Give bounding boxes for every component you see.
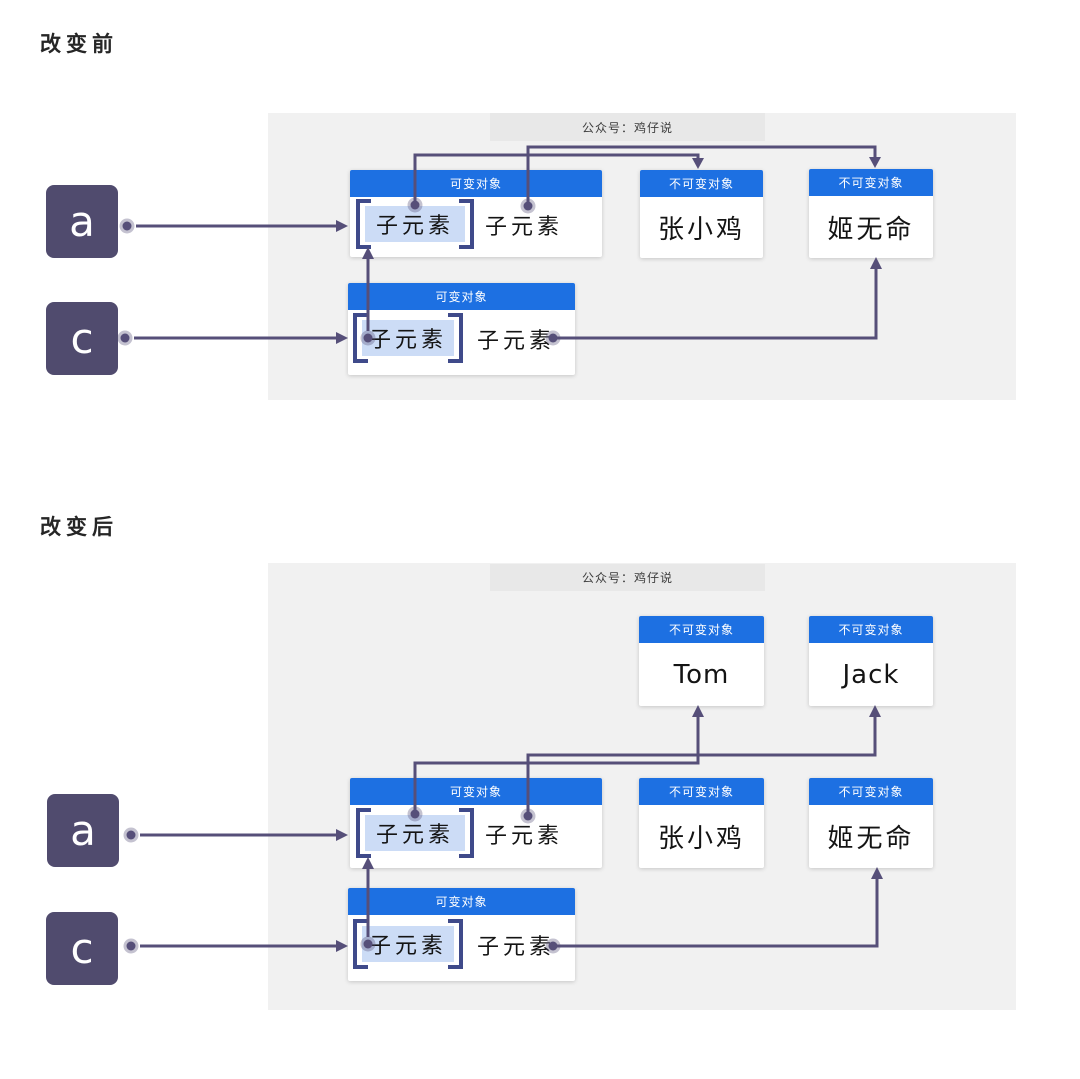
object-name: 张小鸡 <box>657 215 745 245</box>
after-ji-card: 不可变对象 姬无命 <box>809 778 933 868</box>
bracket-right <box>448 919 463 969</box>
before-variable-box-a: a <box>46 185 118 258</box>
after-list-c-card: 可变对象 子元素 子元素 <box>348 888 575 981</box>
object-name: 张小鸡 <box>657 824 745 854</box>
card-header-mutable: 可变对象 <box>348 888 575 915</box>
bracket-left <box>356 199 371 249</box>
card-header-immutable: 不可变对象 <box>639 778 764 805</box>
card-header-immutable: 不可变对象 <box>809 169 933 196</box>
card-body: 姬无命 <box>809 805 933 868</box>
object-name: Jack <box>842 659 900 690</box>
ref-dot <box>126 941 136 951</box>
bracket-right <box>448 313 463 363</box>
bracket-right <box>459 199 474 249</box>
before-title: 改变前 <box>40 32 118 56</box>
before-zhang-card: 不可变对象 张小鸡 <box>640 170 763 258</box>
card-header-mutable: 可变对象 <box>350 170 602 197</box>
after-zhang-card: 不可变对象 张小鸡 <box>639 778 764 868</box>
bracket-right <box>459 808 474 858</box>
card-body: 子元素 子元素 <box>348 915 575 981</box>
card-header-immutable: 不可变对象 <box>640 170 763 197</box>
element-highlighted: 子元素 <box>353 313 463 363</box>
after-jack-card: 不可变对象 Jack <box>809 616 933 706</box>
card-body: 姬无命 <box>809 196 933 258</box>
variable-letter-a: a <box>69 196 95 246</box>
element-plain: 子元素 <box>484 215 563 240</box>
element-plain: 子元素 <box>484 824 563 849</box>
card-body: Jack <box>809 643 933 706</box>
after-variable-box-a: a <box>47 794 119 867</box>
ref-dot <box>126 830 136 840</box>
variable-letter-c: c <box>70 923 94 973</box>
after-watermark-band: 公众号：鸡仔说 <box>490 564 765 591</box>
card-body: 子元素 子元素 <box>348 310 575 375</box>
element-highlighted: 子元素 <box>353 919 463 969</box>
after-tom-card: 不可变对象 Tom <box>639 616 764 706</box>
element-plain: 子元素 <box>476 935 555 960</box>
after-list-a-card: 可变对象 子元素 子元素 <box>350 778 602 868</box>
object-name: 姬无命 <box>827 214 915 245</box>
variable-letter-a: a <box>70 805 96 855</box>
card-header-immutable: 不可变对象 <box>639 616 764 643</box>
after-variable-box-c: c <box>46 912 118 985</box>
element-plain: 子元素 <box>476 329 555 354</box>
element-highlighted: 子元素 <box>356 808 474 858</box>
object-name: 姬无命 <box>827 824 915 854</box>
before-ji-card: 不可变对象 姬无命 <box>809 169 933 258</box>
after-title: 改变后 <box>40 515 118 539</box>
card-body: 子元素 子元素 <box>350 805 602 868</box>
card-body: 张小鸡 <box>639 805 764 868</box>
ref-dot-halo <box>119 218 135 234</box>
card-header-mutable: 可变对象 <box>350 778 602 805</box>
before-variable-box-c: c <box>46 302 118 375</box>
card-body: 张小鸡 <box>640 197 763 258</box>
before-watermark-band: 公众号：鸡仔说 <box>490 113 765 141</box>
object-name: Tom <box>673 659 730 690</box>
card-header-immutable: 不可变对象 <box>809 616 933 643</box>
card-body: 子元素 子元素 <box>350 197 602 257</box>
bracket-left <box>356 808 371 858</box>
before-list-c-card: 可变对象 子元素 子元素 <box>348 283 575 375</box>
before-list-a-card: 可变对象 子元素 子元素 <box>350 170 602 257</box>
ref-dot-halo <box>117 330 133 346</box>
bracket-left <box>353 313 368 363</box>
ref-dot-halo <box>123 827 139 843</box>
variable-letter-c: c <box>70 313 94 363</box>
ref-dot-halo <box>123 938 139 954</box>
card-header-immutable: 不可变对象 <box>809 778 933 805</box>
element-highlighted: 子元素 <box>356 199 474 249</box>
ref-dot <box>122 221 132 231</box>
bracket-left <box>353 919 368 969</box>
card-body: Tom <box>639 643 764 706</box>
card-header-mutable: 可变对象 <box>348 283 575 310</box>
ref-dot <box>120 333 130 343</box>
